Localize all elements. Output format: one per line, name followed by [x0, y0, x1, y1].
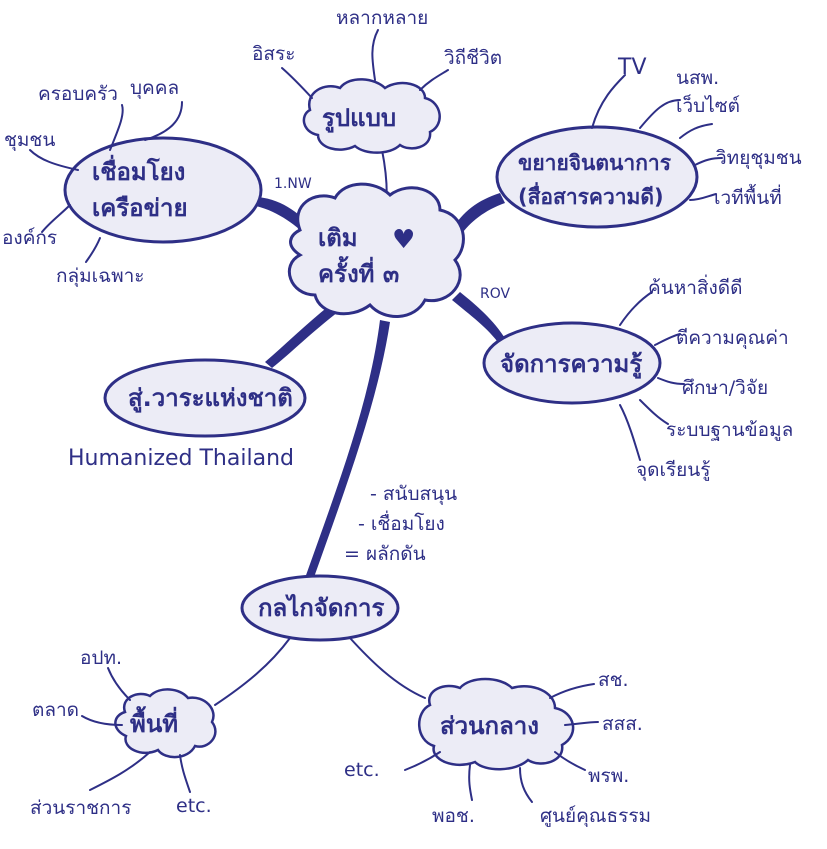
- top-lines: [281, 29, 449, 99]
- area-leaf-2: ส่วนราชการ: [30, 797, 131, 819]
- left-upper-line1: เชื่อมโยง: [92, 154, 185, 186]
- left-lower-label: สู่.วาระแห่งชาติ: [128, 384, 293, 413]
- node-bottom: - สนับสนุน - เชื่อมโยง = ผลักดัน กลไกจัด…: [214, 483, 457, 706]
- left-lower-caption: Humanized Thailand: [68, 446, 294, 471]
- branch-left-lower: [265, 305, 338, 368]
- left-upper-ellipse: [63, 136, 263, 244]
- right-upper-leaf-2: เว็บไซต์: [676, 93, 740, 117]
- heart-icon: ♥: [392, 225, 415, 255]
- top-label: รูปแบบ: [322, 104, 396, 133]
- center-line2: ครั้งที่ ๓: [318, 255, 399, 288]
- bottom-ellipse: [240, 574, 400, 642]
- central-leaf-1: สสส.: [602, 713, 643, 735]
- branch-right-lower: [452, 292, 506, 345]
- right-lower-leaf-2: ศึกษา/วิจัย: [682, 377, 768, 399]
- central-leaf-4: พอช.: [432, 805, 475, 827]
- top-leaf-2: วิถีชีวิต: [444, 47, 502, 69]
- left-upper-leaf-4: กลุ่มเฉพาะ: [56, 265, 145, 288]
- right-lower-label: จัดการความรู้: [500, 350, 642, 379]
- area-lines: [81, 667, 191, 793]
- right-lower-link-label: ROV: [480, 286, 511, 302]
- right-lower-lines: [619, 291, 685, 461]
- central-leaf-2: พรพ.: [588, 765, 629, 787]
- center-line1: เติม: [318, 224, 358, 252]
- left-lower-ellipse: [103, 358, 307, 438]
- left-upper-line2: เครือข่าย: [92, 194, 188, 222]
- node-left-upper: เชื่อมโยง เครือข่าย 1.NW ครอบครัว บุคคล …: [2, 77, 312, 288]
- central-leaf-5: etc.: [344, 759, 380, 781]
- top-leaf-1: หลากหลาย: [336, 7, 428, 29]
- left-upper-leaf-1: บุคคล: [130, 77, 179, 100]
- branch-right-upper: [452, 193, 505, 236]
- central-leaf-3: ศูนย์คุณธรรม: [540, 805, 651, 828]
- central-leaf-0: สช.: [598, 669, 629, 691]
- top-leaf-0: อิสระ: [252, 43, 295, 65]
- area-cloud: [114, 688, 217, 759]
- left-upper-leaf-2: ชุมชน: [4, 129, 55, 152]
- left-upper-leaf-0: ครอบครัว: [38, 83, 118, 105]
- node-area: พื้นที่ อปท. ตลาด ส่วนราชการ etc.: [30, 647, 217, 819]
- bottom-sub-lines: [214, 637, 426, 706]
- area-leaf-3: etc.: [176, 795, 212, 817]
- node-top: รูปแบบ อิสระ หลากหลาย วิถีชีวิต: [252, 7, 502, 154]
- area-label: พื้นที่: [130, 705, 178, 738]
- left-upper-link-label: 1.NW: [274, 176, 312, 192]
- center-cloud: [287, 182, 465, 318]
- right-upper-line2: (สื่อสารความดี): [518, 181, 664, 209]
- right-upper-line1: ขยายจินตนาการ: [518, 151, 672, 175]
- right-lower-ellipse: [482, 321, 662, 405]
- right-lower-leaf-1: ตีความคุณค่า: [676, 327, 789, 350]
- right-lower-leaf-4: จุดเรียนรู้: [636, 459, 711, 482]
- branch-bottom: [305, 320, 390, 580]
- central-lines: [404, 683, 599, 803]
- right-lower-leaf-0: ค้นหาสิ่งดีดี: [648, 274, 742, 299]
- bottom-note-0: - สนับสนุน: [370, 483, 457, 506]
- right-upper-leaf-0: TV: [617, 55, 647, 80]
- right-upper-ellipse: [495, 125, 699, 229]
- node-right-upper: ขยายจินตนาการ (สื่อสารความดี) TV นสพ. เว…: [495, 55, 802, 229]
- center-node: เติม ♥ ครั้งที่ ๓: [287, 182, 465, 318]
- right-lower-leaf-3: ระบบฐานข้อมูล: [666, 419, 793, 441]
- left-upper-lines: [29, 101, 183, 263]
- right-upper-lines: [591, 74, 723, 201]
- right-upper-leaf-4: เวทีพื้นที่: [714, 184, 782, 209]
- top-cloud: [302, 78, 441, 154]
- central-label: ส่วนกลาง: [440, 712, 539, 740]
- node-central: ส่วนกลาง สช. สสส. พรพ. ศูนย์คุณธรรม พอช.…: [344, 669, 651, 828]
- right-upper-leaf-3: วิทยุชุมชน: [716, 147, 802, 170]
- area-leaf-1: ตลาด: [32, 699, 79, 721]
- bottom-note-2: = ผลักดัน: [344, 543, 426, 565]
- area-leaf-0: อปท.: [80, 647, 122, 669]
- left-upper-leaf-3: องค์กร: [2, 227, 57, 249]
- node-left-lower: สู่.วาระแห่งชาติ Humanized Thailand: [68, 358, 307, 471]
- bottom-label: กลไกจัดการ: [258, 593, 384, 622]
- right-upper-leaf-1: นสพ.: [676, 67, 719, 89]
- node-right-lower: จัดการความรู้ ROV ค้นหาสิ่งดีดี ตีความคุ…: [480, 274, 793, 482]
- bottom-note-1: - เชื่อมโยง: [358, 510, 445, 535]
